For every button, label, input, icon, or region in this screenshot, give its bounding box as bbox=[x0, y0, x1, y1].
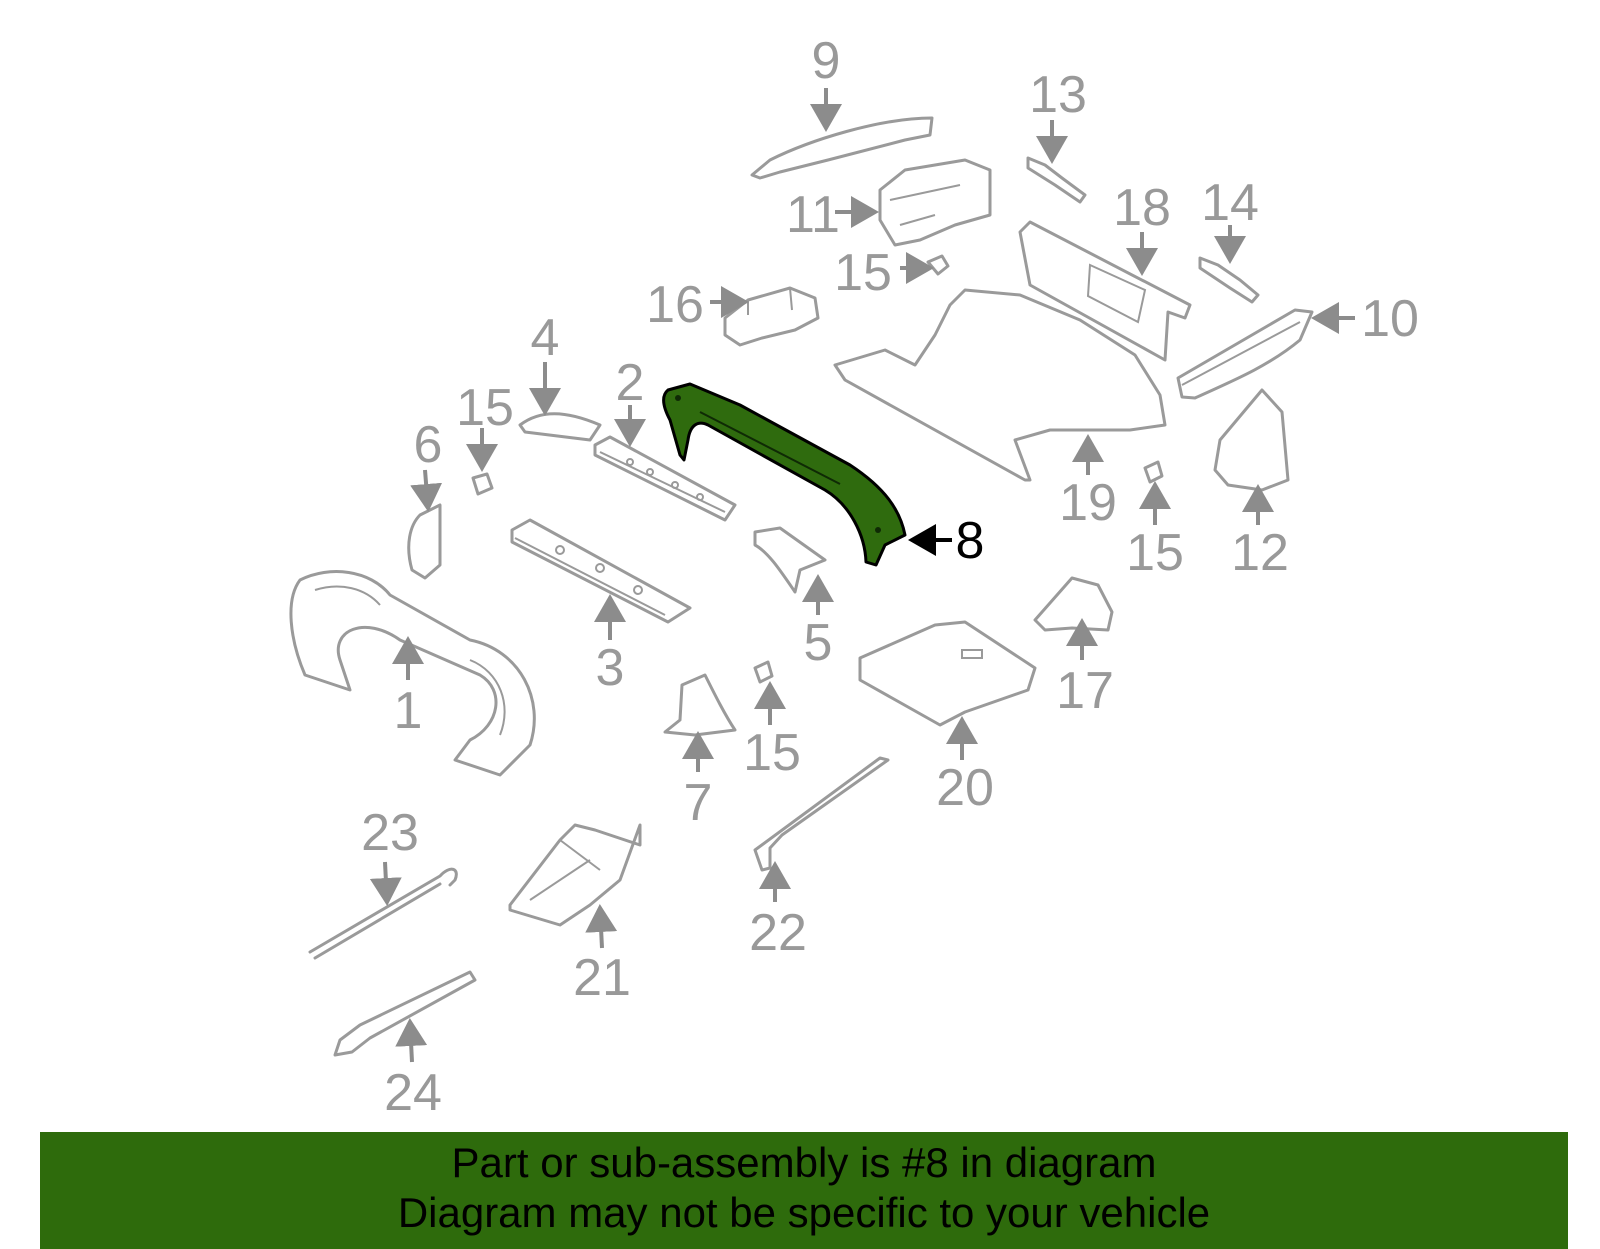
leader-arrows bbox=[369, 88, 1355, 1063]
callout-1: 1 bbox=[394, 682, 423, 740]
callout-5: 5 bbox=[804, 614, 833, 672]
part-10 bbox=[1176, 308, 1314, 400]
callout-4: 4 bbox=[531, 309, 560, 367]
part-15-clips bbox=[471, 254, 1164, 684]
part-12 bbox=[1213, 388, 1290, 492]
callout-15-bottom: 15 bbox=[743, 724, 801, 782]
callout-16: 16 bbox=[646, 276, 704, 334]
callout-labels: 9 13 11 18 14 15 16 10 4 2 15 6 8 19 15 … bbox=[361, 32, 1419, 1122]
part-20 bbox=[858, 620, 1037, 727]
callout-15-top: 15 bbox=[834, 244, 892, 302]
part-21 bbox=[508, 823, 642, 927]
callout-22: 22 bbox=[749, 904, 807, 962]
part-8-highlighted bbox=[662, 382, 907, 567]
info-banner: Part or sub-assembly is #8 in diagram Di… bbox=[40, 1132, 1568, 1249]
callout-2: 2 bbox=[616, 354, 645, 412]
part-1 bbox=[289, 570, 536, 777]
callout-14: 14 bbox=[1201, 174, 1259, 232]
parts-diagram: 9 13 11 18 14 15 16 10 4 2 15 6 8 19 15 … bbox=[289, 32, 1419, 1122]
part-14 bbox=[1198, 256, 1260, 304]
callout-15-right: 15 bbox=[1126, 524, 1184, 582]
callout-11: 11 bbox=[786, 186, 840, 244]
callout-17: 17 bbox=[1056, 662, 1114, 720]
part-2 bbox=[593, 435, 737, 522]
part-19 bbox=[833, 288, 1167, 482]
callout-9: 9 bbox=[812, 32, 841, 90]
part-3 bbox=[510, 518, 692, 624]
part-23 bbox=[308, 867, 458, 960]
callout-7: 7 bbox=[684, 774, 713, 832]
callout-24: 24 bbox=[384, 1064, 442, 1122]
part-18 bbox=[1018, 220, 1192, 362]
callout-15-left: 15 bbox=[456, 379, 514, 437]
part-11 bbox=[878, 158, 992, 247]
callout-21: 21 bbox=[573, 949, 631, 1007]
callout-12: 12 bbox=[1231, 524, 1289, 582]
callout-8: 8 bbox=[956, 512, 985, 570]
part-13 bbox=[1026, 156, 1087, 204]
part-4 bbox=[518, 412, 602, 442]
callout-19: 19 bbox=[1059, 474, 1117, 532]
callout-3: 3 bbox=[596, 639, 625, 697]
callout-10: 10 bbox=[1361, 290, 1419, 348]
part-16 bbox=[723, 286, 820, 347]
callout-13: 13 bbox=[1029, 66, 1087, 124]
part-6 bbox=[407, 503, 442, 580]
callout-6: 6 bbox=[414, 416, 443, 474]
part-17 bbox=[1033, 576, 1114, 632]
callout-20: 20 bbox=[936, 759, 994, 817]
banner-line-1: Part or sub-assembly is #8 in diagram bbox=[451, 1139, 1157, 1186]
callout-23: 23 bbox=[361, 804, 419, 862]
part-7 bbox=[663, 673, 737, 737]
part-24 bbox=[333, 970, 477, 1057]
banner-line-2: Diagram may not be specific to your vehi… bbox=[397, 1189, 1211, 1236]
part-5 bbox=[753, 526, 827, 594]
callout-18: 18 bbox=[1113, 179, 1171, 237]
part-9 bbox=[750, 116, 934, 180]
